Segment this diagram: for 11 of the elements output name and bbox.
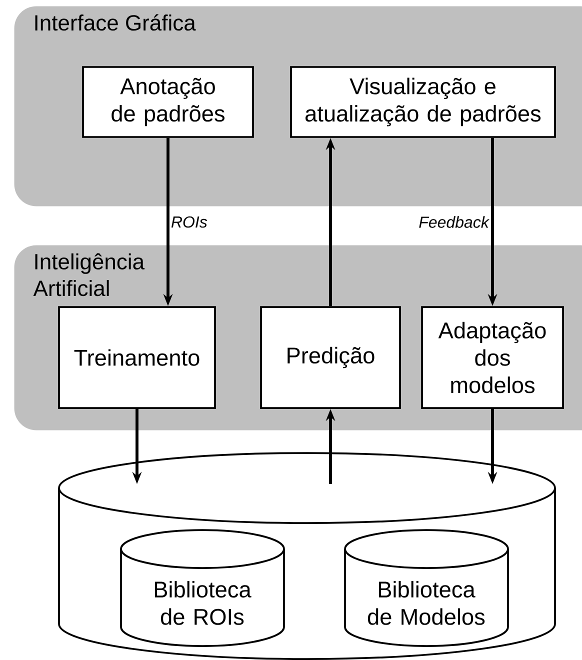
node-label: Biblioteca de Modelos — [368, 580, 485, 625]
edge-label: Feedback — [419, 216, 490, 228]
process-box: Anotação de padrões — [82, 66, 254, 138]
node-label: Biblioteca de ROIs — [154, 580, 252, 625]
process-box: Predição — [260, 306, 401, 409]
edge-label: ROIs — [171, 216, 208, 228]
database-cylinder: Biblioteca de ROIs — [120, 529, 285, 647]
process-box: Treinamento — [58, 306, 216, 409]
process-box: Adaptação dos modelos — [421, 306, 564, 409]
process-box: Visualização e atualização de padrões — [290, 66, 556, 138]
database-cylinder: Biblioteca de Modelos — [344, 529, 509, 647]
